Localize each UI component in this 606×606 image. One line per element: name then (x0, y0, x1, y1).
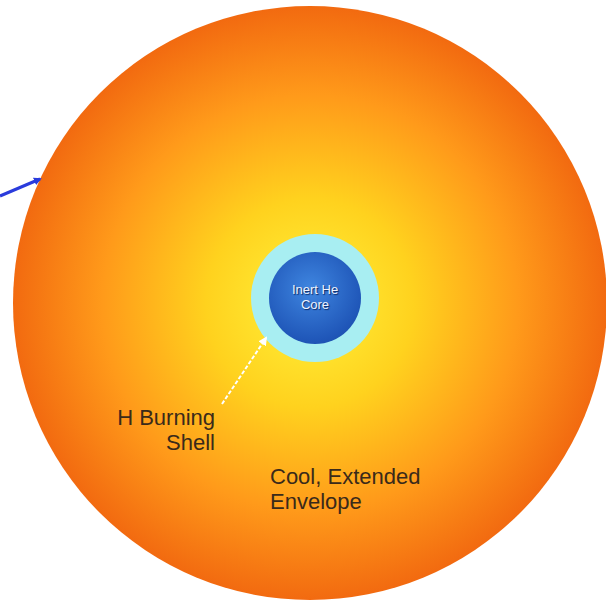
pointer-arrow (0, 179, 40, 196)
star-envelope (13, 6, 606, 600)
core-label: Inert He Core (289, 283, 341, 313)
shell-leader (222, 338, 266, 404)
region-label: Cool, Extended Envelope (270, 464, 480, 515)
burning-shell-ring (251, 234, 379, 362)
shell-label: H Burning Shell (95, 405, 215, 456)
core-circle: Inert He Core (269, 252, 361, 344)
star-region: Cool, Extended Envelope Inert He Core (13, 6, 606, 600)
